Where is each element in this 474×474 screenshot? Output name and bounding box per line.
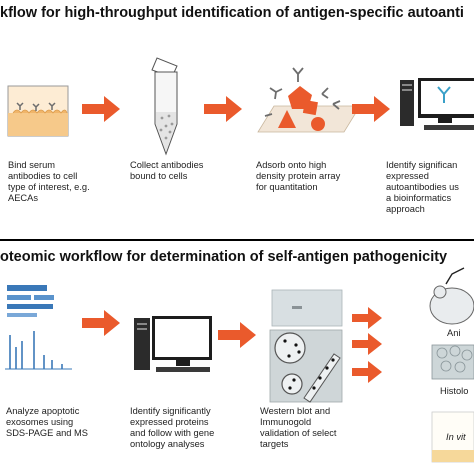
tube-icon [151, 57, 178, 156]
panel-title-top: kflow for high-throughput identification… [0, 5, 464, 21]
computer-icon [400, 78, 474, 130]
flow-arrow-top-2 [204, 96, 242, 122]
computer-icon [134, 316, 212, 372]
cell-dish-icon [7, 85, 69, 137]
flow-arrow-top-1 [82, 96, 120, 122]
step-caption-western-blot: Western blot and Immunogold validation o… [260, 406, 337, 449]
side-label-histology: Histolo [440, 386, 469, 396]
step-caption-protein-array: Adsorb onto high density protein array f… [256, 160, 341, 192]
flow-arrow-bottom-2 [218, 322, 256, 348]
step-caption-bind-serum: Bind serum antibodies to cell type of in… [8, 160, 90, 203]
flow-arrow-bottom-3a [352, 307, 382, 329]
flow-arrow-bottom-3b [352, 333, 382, 355]
flow-arrow-top-3 [352, 96, 390, 122]
panel-title-bottom: oteomic workflow for determination of se… [0, 249, 448, 265]
step-caption-collect-antibodies: Collect antibodies bound to cells [130, 160, 204, 181]
gel-spectrum-icon [5, 285, 72, 370]
mouse-histology-icon [429, 267, 474, 463]
step-caption-identify-proteins: Identify significantly expressed protein… [130, 406, 215, 449]
side-label-animal: Ani [447, 328, 461, 338]
protein-array-icon [257, 67, 361, 133]
step-caption-analyze-exosomes: Analyze apoptotic exosomes using SDS-PAG… [6, 406, 88, 438]
side-label-in-vitro: In vit [446, 432, 466, 442]
flow-arrow-bottom-1 [82, 310, 120, 336]
flow-arrow-bottom-3c [352, 361, 382, 383]
blot-immunogold-icon [269, 289, 343, 403]
step-caption-identify-autoantibodies: Identify significan expressed autoantibo… [386, 160, 459, 214]
